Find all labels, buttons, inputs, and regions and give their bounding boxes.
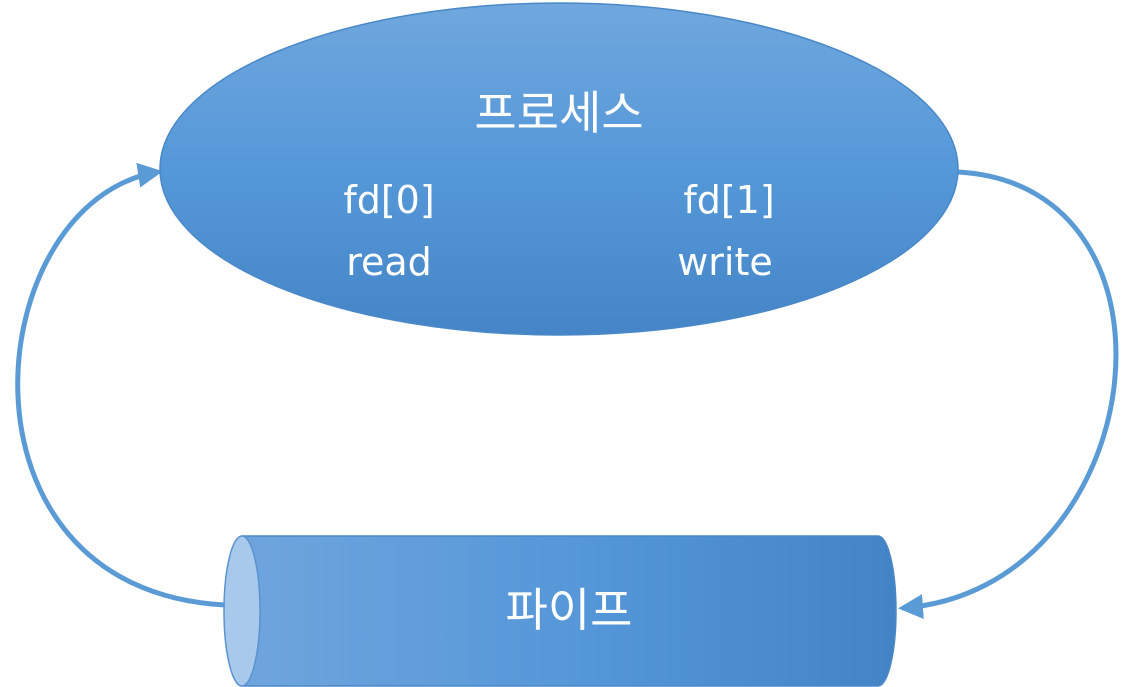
process-ellipse bbox=[159, 2, 959, 336]
write-to-pipe-arrow bbox=[898, 169, 1119, 619]
process-title: 프로세스 bbox=[474, 86, 643, 140]
write-fd-label: fd[1] bbox=[683, 178, 774, 222]
write-label: write bbox=[677, 240, 773, 284]
read-fd-label: fd[0] bbox=[343, 178, 434, 222]
process-node: 프로세스 fd[0] read fd[1] write bbox=[159, 2, 959, 336]
read-label: read bbox=[346, 240, 432, 284]
pipe-title: 파이프 bbox=[506, 583, 633, 637]
pipe-node: 파이프 bbox=[223, 535, 897, 687]
pipe-body bbox=[241, 535, 897, 687]
pipe-to-read-arrow bbox=[15, 162, 226, 608]
pipe-end-cap bbox=[223, 535, 261, 687]
